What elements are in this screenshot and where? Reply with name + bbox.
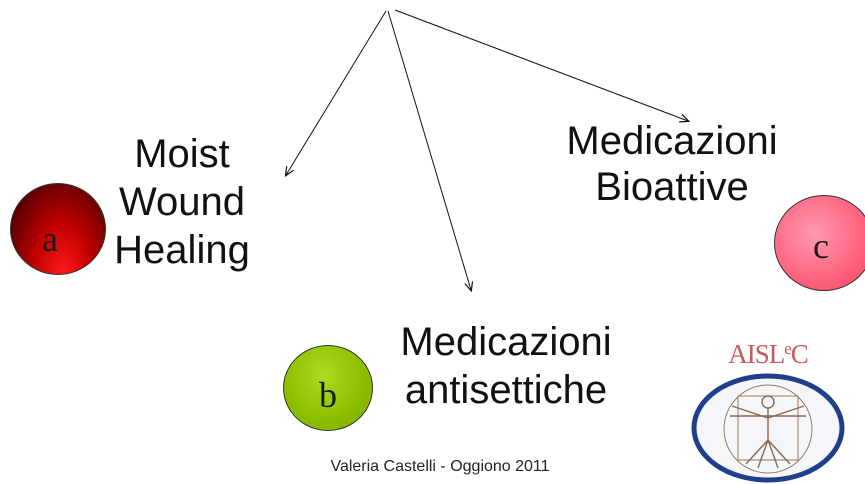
badge-b: b: [283, 345, 373, 431]
medicazioni-antisettiche-label: Medicazioni antisettiche: [370, 318, 642, 414]
arrow-to-medicazioni-bioattive: [394, 9, 688, 121]
label-line: Moist: [134, 132, 230, 176]
footer-credit: Valeria Castelli - Oggiono 2011: [330, 458, 550, 475]
label-line: Medicazioni: [566, 119, 778, 163]
label-line: Healing: [114, 228, 250, 272]
badge-letter: a: [42, 219, 58, 259]
badge-a: a: [10, 183, 106, 275]
badge-c: c: [774, 195, 865, 291]
arrow-to-medicazioni-antisettiche: [387, 10, 471, 290]
label-line: Medicazioni: [400, 320, 612, 364]
label-line: antisettiche: [404, 368, 608, 412]
label-line: Wound: [118, 180, 245, 224]
arrow-to-moist-wound-healing: [286, 10, 387, 175]
svg-text:AISLeC: AISLeC: [728, 339, 808, 369]
vitruvian-man-logo: AISLeC: [688, 336, 848, 484]
moist-wound-healing-label: Moist Wound Healing: [102, 130, 262, 274]
badge-letter: c: [813, 226, 829, 266]
label-line: Bioattive: [595, 165, 749, 209]
medicazioni-bioattive-label: Medicazioni Bioattive: [538, 118, 806, 210]
badge-letter: b: [319, 375, 337, 415]
